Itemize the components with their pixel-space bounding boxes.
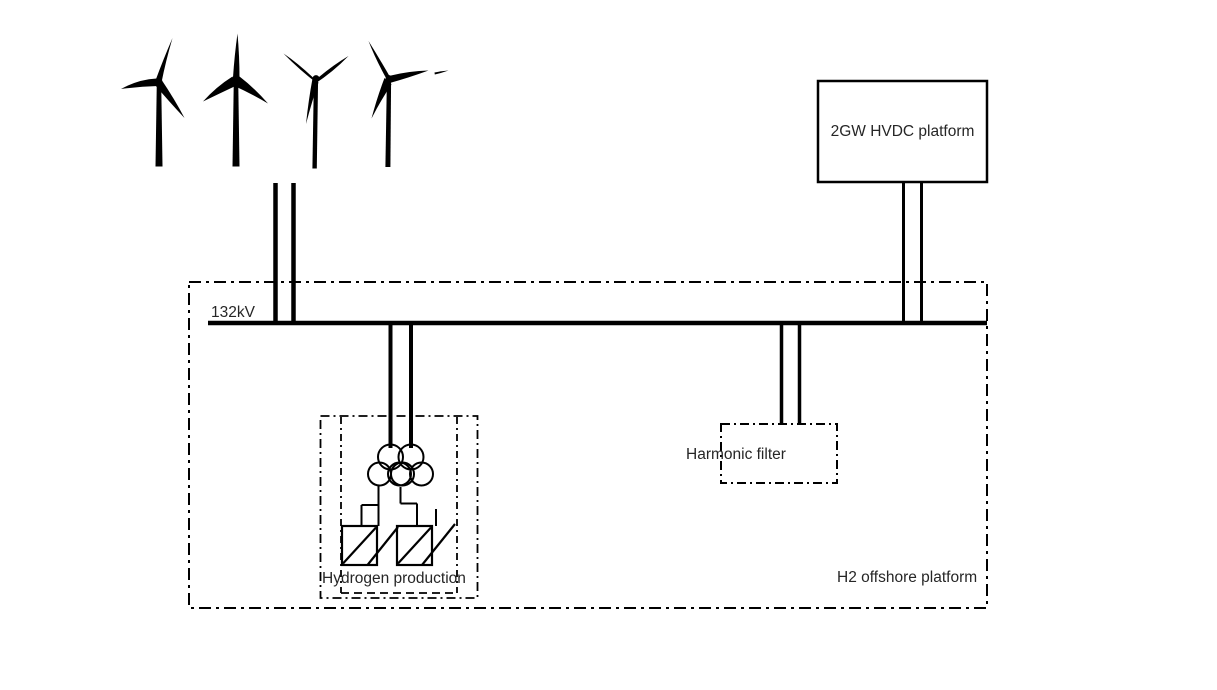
hydrogen-area-inner-boundary [340,417,458,594]
transformer-icon [390,443,434,487]
converter-connection-lines [360,485,437,526]
converter-icon [340,524,399,567]
wind-turbine-icon [283,53,349,169]
transformer-feeder-lines [388,325,413,448]
hvdc-feeder-lines [902,182,923,321]
converter-icon [395,523,456,567]
hvdc-platform-label: 2GW HVDC platform [830,123,975,140]
wind-turbine-icon [368,41,449,167]
harmonic-filter-label: Harmonic filter [686,446,786,463]
h2-platform-boundary [188,281,988,609]
h2-platform-label: H2 offshore platform [837,569,978,586]
harmonic-filter-box [720,423,838,484]
wind-turbine-icon [203,33,268,167]
bus-voltage-label: 132kV [211,304,255,321]
harmonic-filter-drop-lines [779,325,802,424]
wind-farm-icon [121,33,449,169]
transformer-icon [367,443,412,487]
wind-turbine-icon [121,38,185,167]
hydrogen-area-outer-boundary [319,415,479,599]
wind-feeder-lines [273,183,296,325]
hydrogen-production-label: Hydrogen production [322,570,466,587]
